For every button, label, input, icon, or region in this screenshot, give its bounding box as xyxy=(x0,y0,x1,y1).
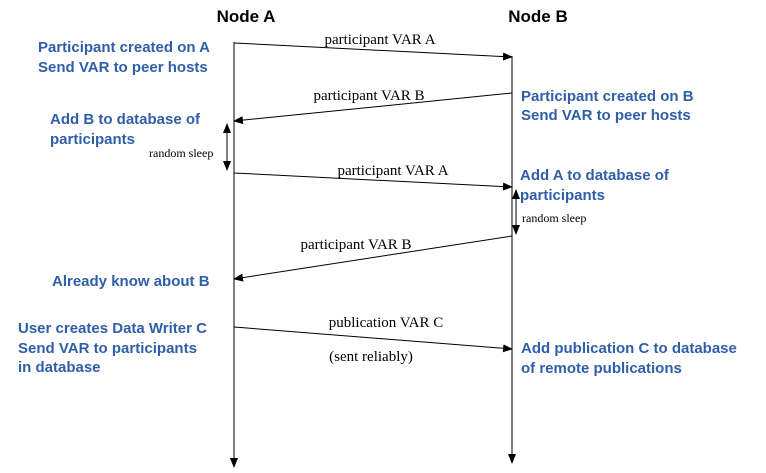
note-b-add-a: Add A to database of participants xyxy=(520,167,670,204)
note-a-data-writer: User creates Data Writer C Send VAR to p… xyxy=(18,320,207,376)
note-line: Participant created on B xyxy=(521,88,694,105)
note-a-add-b: Add B to database of participants xyxy=(50,111,201,148)
note-b-add-publication: Add publication C to database of remote … xyxy=(521,340,737,377)
note-line: User creates Data Writer C xyxy=(18,320,207,337)
sleep-label-a: random sleep xyxy=(149,146,213,160)
note-a-participant-created: Participant created on A Send VAR to pee… xyxy=(38,39,210,76)
message-arrow-5 xyxy=(233,326,513,353)
message-label-4: participant VAR B xyxy=(300,237,411,253)
note-line: Add B to database of xyxy=(50,111,201,128)
message-label-2: participant VAR B xyxy=(313,88,424,104)
message-arrow-2 xyxy=(233,92,513,125)
message-arrow-4 xyxy=(233,235,513,282)
node-a-title: Node A xyxy=(217,7,276,26)
note-line: in database xyxy=(18,359,101,376)
message-label-5: publication VAR C xyxy=(329,315,443,331)
note-b-participant-created: Participant created on B Send VAR to pee… xyxy=(521,88,694,124)
note-line: participants xyxy=(50,131,135,148)
message-arrow-3 xyxy=(233,172,513,191)
message-label-3: participant VAR A xyxy=(337,163,448,179)
note-line: Already know about B xyxy=(52,273,210,290)
message-arrow-1 xyxy=(233,42,513,61)
message-label-1: participant VAR A xyxy=(324,32,435,48)
note-a-already-know: Already know about B xyxy=(52,273,210,290)
sleep-label-b: random sleep xyxy=(522,211,586,225)
node-b-title: Node B xyxy=(508,7,568,26)
note-line: participants xyxy=(520,187,605,204)
note-line: Send VAR to peer hosts xyxy=(521,107,691,124)
note-line: Add publication C to database xyxy=(521,340,737,357)
note-line: of remote publications xyxy=(521,360,682,377)
message-sublabel-5: (sent reliably) xyxy=(329,349,413,365)
note-line: Add A to database of xyxy=(520,167,670,184)
note-line: Send VAR to participants xyxy=(18,340,197,357)
note-line: Participant created on A xyxy=(38,39,210,56)
note-line: Send VAR to peer hosts xyxy=(38,59,208,76)
